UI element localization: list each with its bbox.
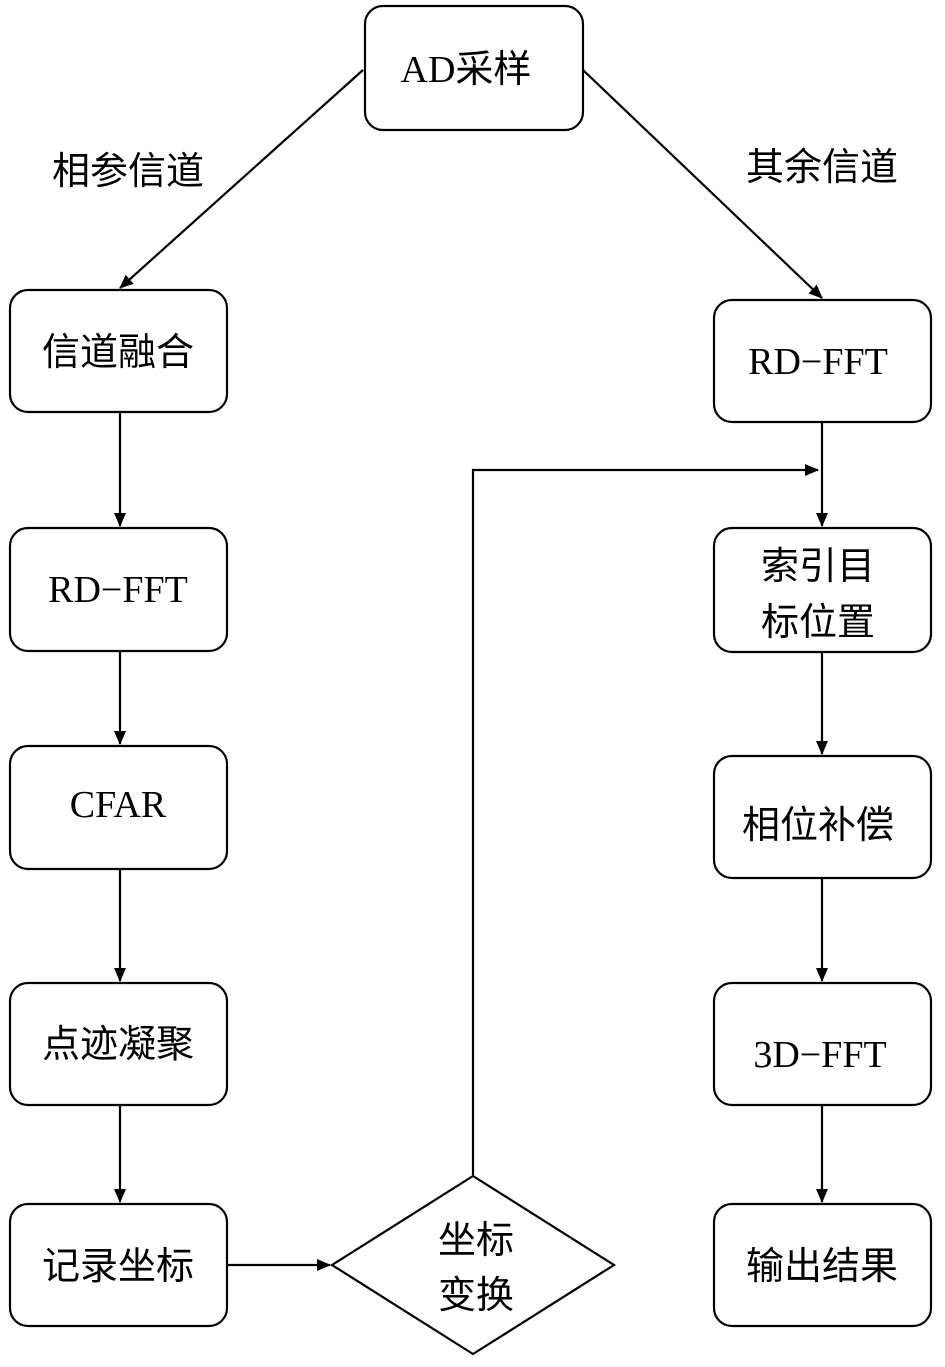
svg-text:CFAR: CFAR (70, 784, 167, 826)
svg-text:RD−FFT: RD−FFT (748, 341, 888, 383)
edge-transform-to-index (471, 464, 819, 1175)
svg-text:标位置: 标位置 (761, 600, 875, 644)
svg-text:输出结果: 输出结果 (746, 1244, 898, 1288)
node-record-coords: 记录坐标 (8, 1202, 229, 1328)
node-right-rd-fft: RD−FFT (712, 298, 933, 424)
svg-text:变换: 变换 (438, 1273, 514, 1317)
svg-text:RD−FFT: RD−FFT (48, 569, 188, 611)
branch-label-reference-channel: 相参信道 (52, 149, 204, 193)
svg-text:3D−FFT: 3D−FFT (753, 1034, 886, 1076)
svg-text:索引目: 索引目 (761, 544, 875, 588)
edges (114, 69, 828, 1271)
svg-text:AD采样: AD采样 (401, 49, 532, 91)
node-ad-sampling: AD采样 (363, 4, 585, 132)
node-output: 输出结果 (712, 1202, 933, 1328)
svg-text:信道融合: 信道融合 (42, 330, 194, 374)
node-channel-fusion: 信道融合 (8, 288, 229, 414)
edge-ad-to-right-rdfft (582, 69, 823, 299)
node-phase-comp: 相位补偿 (712, 754, 933, 880)
node-point-cluster: 点迹凝聚 (8, 981, 229, 1107)
node-coord-transform: 坐标 变换 (329, 1174, 617, 1356)
node-left-rd-fft: RD−FFT (8, 526, 229, 653)
branch-label-other-channels: 其余信道 (746, 145, 898, 189)
node-3d-fft: 3D−FFT (712, 981, 933, 1107)
node-cfar: CFAR (8, 744, 229, 871)
svg-text:相位补偿: 相位补偿 (742, 803, 894, 847)
node-index-target: 索引目 标位置 (712, 526, 933, 654)
svg-text:坐标: 坐标 (438, 1218, 514, 1262)
svg-text:点迹凝聚: 点迹凝聚 (42, 1022, 194, 1066)
edge-ad-to-fusion (119, 69, 364, 289)
svg-text:记录坐标: 记录坐标 (42, 1244, 194, 1288)
